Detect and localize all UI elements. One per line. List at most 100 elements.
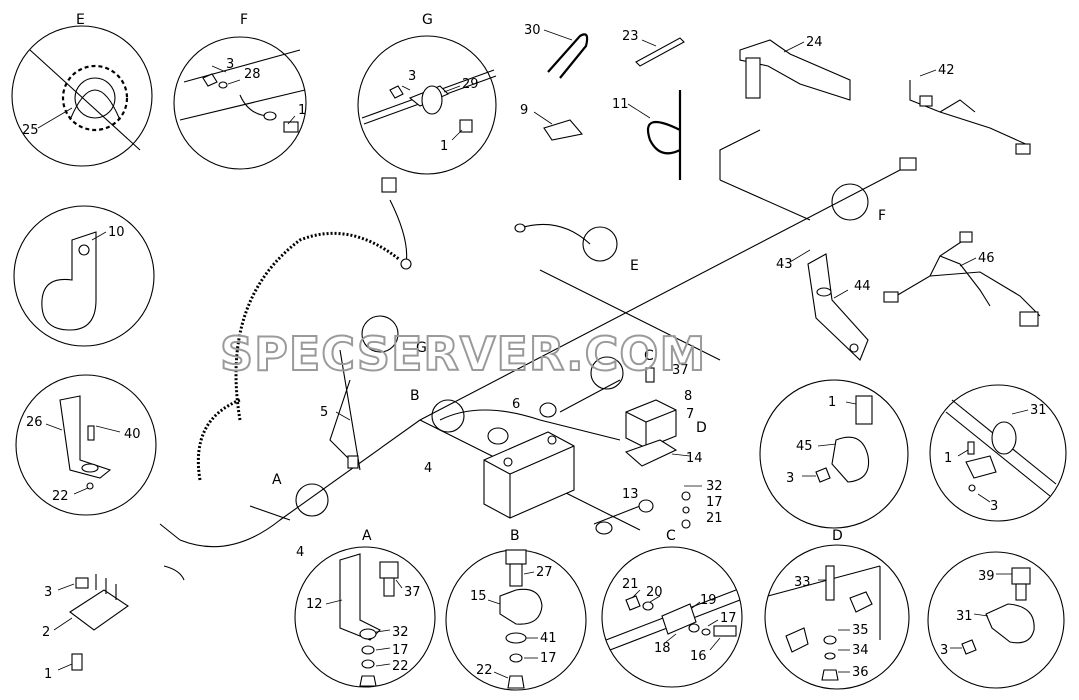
callout-41: 41 [540,631,557,646]
detail-part-26: 26 40 22 [15,374,157,516]
view-label-a: A [362,528,372,544]
part-30-wire-clip: 30 [524,23,589,79]
part-13-cable-clamp [593,499,654,535]
callout-24: 24 [806,35,823,50]
callout-14: 14 [686,451,703,466]
callout-21-c: 21 [622,577,639,592]
callout-5: 5 [320,405,328,420]
callout-1-d45: 1 [828,395,836,410]
callout-40: 40 [124,427,141,442]
view-label-g: G [422,12,433,28]
detail-view-f: F 3 28 1 [173,12,307,170]
callout-17-a: 17 [392,643,409,658]
callout-17-c: 17 [720,611,737,626]
callout-22-a: 22 [392,659,409,674]
callout-31-upper: 31 [1030,403,1047,418]
callout-16: 16 [690,649,707,664]
callout-1-g: 1 [440,139,448,154]
callout-17-b: 17 [540,651,557,666]
relay-box-8 [624,399,678,467]
main-label-e: E [630,258,639,274]
callout-21-main: 21 [706,511,723,526]
callout-36: 36 [852,665,869,680]
callout-34: 34 [852,643,869,658]
main-harness [159,129,917,581]
callout-44: 44 [854,279,871,294]
view-label-d: D [832,528,843,544]
callout-3-lower: 3 [940,643,948,658]
battery-assembly [483,402,575,519]
callout-27: 27 [536,565,553,580]
callout-43: 43 [776,257,793,272]
watermark: SPECSERVER.COM [220,327,706,381]
callout-18: 18 [654,641,671,656]
callout-28: 28 [244,67,261,82]
callout-12: 12 [306,597,323,612]
part-23-strip: 23 [622,29,685,67]
callout-22-left: 22 [52,489,69,504]
callout-30: 30 [524,23,541,38]
callout-46: 46 [978,251,995,266]
callout-10: 10 [108,225,125,240]
view-label-b: B [510,528,520,544]
callout-33: 33 [794,575,811,590]
callout-1-left: 1 [44,667,52,682]
callout-3-d45: 3 [786,471,794,486]
callout-3-f: 3 [226,57,234,72]
detail-part-31-upper: 31 1 3 [929,384,1067,522]
callout-32-main: 32 [706,479,723,494]
main-label-f: F [878,208,886,224]
callout-45: 45 [796,439,813,454]
detail-part-10: 10 [13,205,155,347]
callout-22-b: 22 [476,663,493,678]
callout-6: 6 [512,397,520,412]
callout-4-upper: 4 [424,461,432,476]
callout-3-d31: 3 [990,499,998,514]
detail-view-d: D 33 35 34 36 [764,528,910,690]
part-46-harness [883,231,1041,327]
callout-23: 23 [622,29,639,44]
callout-35: 35 [852,623,869,638]
part-44-bracket [807,253,869,361]
washer-stack-32-17-21 [645,367,691,529]
callout-7: 7 [686,407,694,422]
main-label-c: C [644,348,654,364]
detail-part-31-lower: 39 31 3 [927,551,1065,689]
callout-11: 11 [612,97,629,112]
callout-1-d31: 1 [944,451,952,466]
main-label-a: A [272,472,282,488]
main-label-g: G [416,340,427,356]
part-2-connector-block: 3 2 1 [42,574,129,682]
view-label-c: C [666,528,676,544]
callout-42: 42 [938,63,955,78]
part-42-harness: 42 [909,63,1031,155]
part-9-bracket: 9 [520,103,584,141]
callout-3-left: 3 [44,585,52,600]
callout-4-lower: 4 [296,545,304,560]
callout-32-a: 32 [392,625,409,640]
detail-view-g: G 3 29 1 [357,12,497,175]
part-24-bracket: 24 [739,35,851,101]
callout-37-a: 37 [404,585,421,600]
callout-2: 2 [42,625,50,640]
callout-29: 29 [462,77,479,92]
view-label-e: E [76,12,85,28]
callout-3-g: 3 [408,69,416,84]
callout-1-f: 1 [298,103,306,118]
detail-view-b: B 27 15 41 17 22 [445,528,587,691]
callout-19: 19 [700,593,717,608]
callout-25: 25 [22,123,39,138]
view-label-f: F [240,12,248,28]
callout-20: 20 [646,585,663,600]
callout-39: 39 [978,569,995,584]
detail-part-45: 1 45 3 [759,379,909,529]
callout-15: 15 [470,589,487,604]
callout-17-main: 17 [706,495,723,510]
part-11-spring-clip: 11 [612,90,682,180]
callout-26: 26 [26,415,43,430]
callout-13: 13 [622,487,639,502]
main-callouts: 5 6 4 4 13 14 7 8 37 32 17 21 43 44 46 [296,249,995,560]
callout-8: 8 [684,389,692,404]
callout-31-lower: 31 [956,609,973,624]
